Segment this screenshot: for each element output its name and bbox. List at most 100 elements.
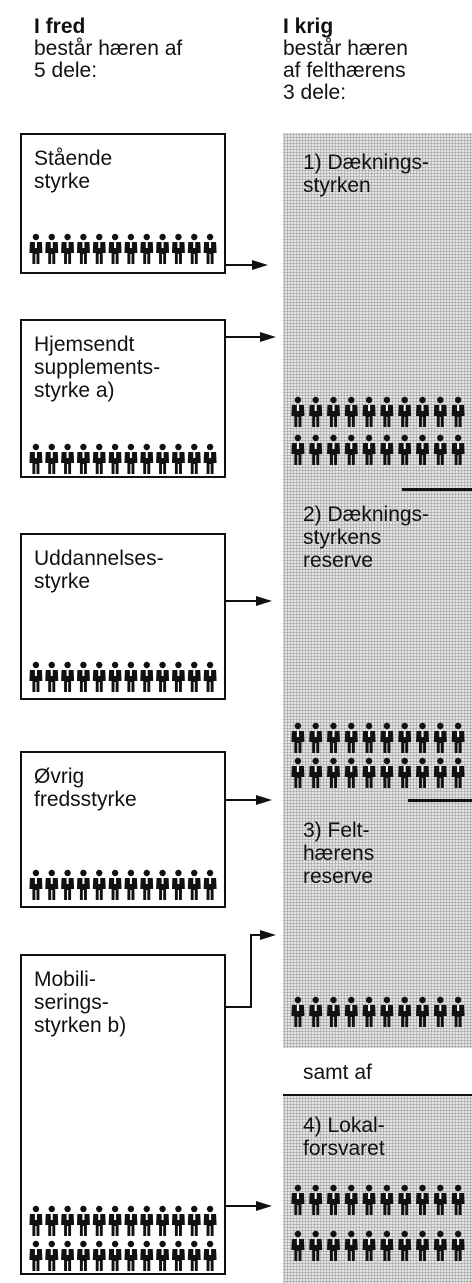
soldier-icon: [45, 1240, 59, 1271]
soldier-icon: [327, 1184, 340, 1215]
soldier-icon: [327, 434, 340, 465]
soldier-icon: [108, 233, 122, 264]
soldier-icon: [344, 396, 358, 427]
soldier-icon: [76, 443, 90, 474]
soldier-icon: [309, 434, 323, 465]
soldier-icon: [433, 996, 447, 1027]
soldier-icon: [291, 722, 305, 753]
soldier-icon: [362, 996, 376, 1027]
soldier-icon: [291, 757, 305, 788]
arrow-icon: [256, 1201, 272, 1211]
soldier-icon: [203, 661, 217, 692]
soldier-icon: [203, 443, 217, 474]
war-header-title: I krig: [283, 15, 334, 38]
soldier-row: [291, 1230, 465, 1261]
soldier-row: [291, 996, 465, 1027]
war-column-felthaer: [283, 133, 472, 1048]
soldier-icon: [76, 1205, 90, 1236]
soldier-icon: [92, 661, 106, 692]
soldier-icon: [380, 1230, 394, 1261]
soldier-icon: [140, 661, 154, 692]
soldier-icon: [187, 661, 201, 692]
soldier-icon: [451, 1184, 465, 1215]
soldier-icon: [29, 233, 43, 264]
soldier-icon: [187, 233, 201, 264]
soldier-icon: [327, 757, 340, 788]
soldier-icon: [108, 1205, 122, 1236]
soldier-icon: [108, 443, 122, 474]
soldier-icon: [327, 1230, 340, 1261]
soldier-row: [29, 1240, 217, 1271]
war-header-line3: 3 dele:: [283, 81, 347, 104]
soldier-icon: [76, 661, 90, 692]
soldier-icon: [291, 996, 305, 1027]
soldier-icon: [140, 1240, 154, 1271]
peace-part-4-label: Øvrig fredsstyrke: [34, 765, 137, 811]
soldier-icon: [433, 1230, 447, 1261]
soldier-icon: [416, 434, 429, 465]
soldier-icon: [451, 396, 465, 427]
soldier-icon: [108, 869, 122, 900]
peace-part-2-label: Hjemsendt supplements- styrke a): [34, 333, 161, 402]
connector-line: [250, 934, 260, 936]
soldier-icon: [108, 1240, 122, 1271]
soldier-icon: [29, 869, 43, 900]
soldier-icon: [45, 1205, 59, 1236]
war-part-4-label: 4) Lokal- forsvaret: [303, 1114, 385, 1160]
soldier-icon: [124, 661, 138, 692]
soldier-icon: [291, 1230, 305, 1261]
soldier-icon: [433, 757, 447, 788]
soldier-icon: [92, 1240, 106, 1271]
soldier-icon: [61, 869, 75, 900]
soldier-row: [29, 661, 217, 692]
soldier-icon: [380, 396, 394, 427]
soldier-icon: [309, 722, 323, 753]
soldier-icon: [451, 722, 465, 753]
arrow-icon: [252, 260, 268, 270]
soldier-icon: [171, 1240, 185, 1271]
soldier-icon: [398, 996, 412, 1027]
soldier-icon: [92, 443, 106, 474]
soldier-icon: [124, 1240, 138, 1271]
soldier-icon: [140, 233, 154, 264]
soldier-icon: [171, 1205, 185, 1236]
soldier-icon: [380, 757, 394, 788]
soldier-row: [291, 396, 465, 427]
connector-line: [226, 600, 256, 602]
war-header: I krig består hæren af felthærens 3 dele…: [283, 16, 408, 104]
samt-af-label: samt af: [303, 1061, 372, 1084]
soldier-icon: [362, 1230, 376, 1261]
war-header-line2: af felthærens: [283, 59, 406, 82]
soldier-icon: [327, 722, 340, 753]
soldier-icon: [187, 869, 201, 900]
connector-line: [226, 336, 260, 338]
soldier-icon: [344, 996, 358, 1027]
peace-header-line2: 5 dele:: [34, 59, 98, 82]
soldier-icon: [309, 1184, 323, 1215]
soldier-icon: [76, 1240, 90, 1271]
war-part-2-label: 2) Dæknings- styrkens reserve: [303, 503, 430, 572]
soldier-icon: [203, 1240, 217, 1271]
soldier-icon: [433, 722, 447, 753]
soldier-icon: [187, 443, 201, 474]
soldier-icon: [398, 396, 412, 427]
soldier-icon: [92, 233, 106, 264]
soldier-icon: [362, 434, 376, 465]
connector-line: [226, 1006, 252, 1008]
soldier-icon: [344, 757, 358, 788]
soldier-icon: [362, 722, 376, 753]
soldier-icon: [362, 396, 376, 427]
soldier-icon: [398, 1184, 412, 1215]
soldier-icon: [203, 1205, 217, 1236]
soldier-row: [29, 1205, 217, 1236]
soldier-icon: [156, 661, 170, 692]
soldier-icon: [76, 233, 90, 264]
soldier-icon: [291, 1184, 305, 1215]
peace-header-title: I fred: [34, 15, 86, 38]
soldier-icon: [451, 996, 465, 1027]
soldier-icon: [291, 434, 305, 465]
soldier-icon: [327, 996, 340, 1027]
soldier-icon: [362, 757, 376, 788]
soldier-icon: [291, 396, 305, 427]
soldier-icon: [140, 1205, 154, 1236]
